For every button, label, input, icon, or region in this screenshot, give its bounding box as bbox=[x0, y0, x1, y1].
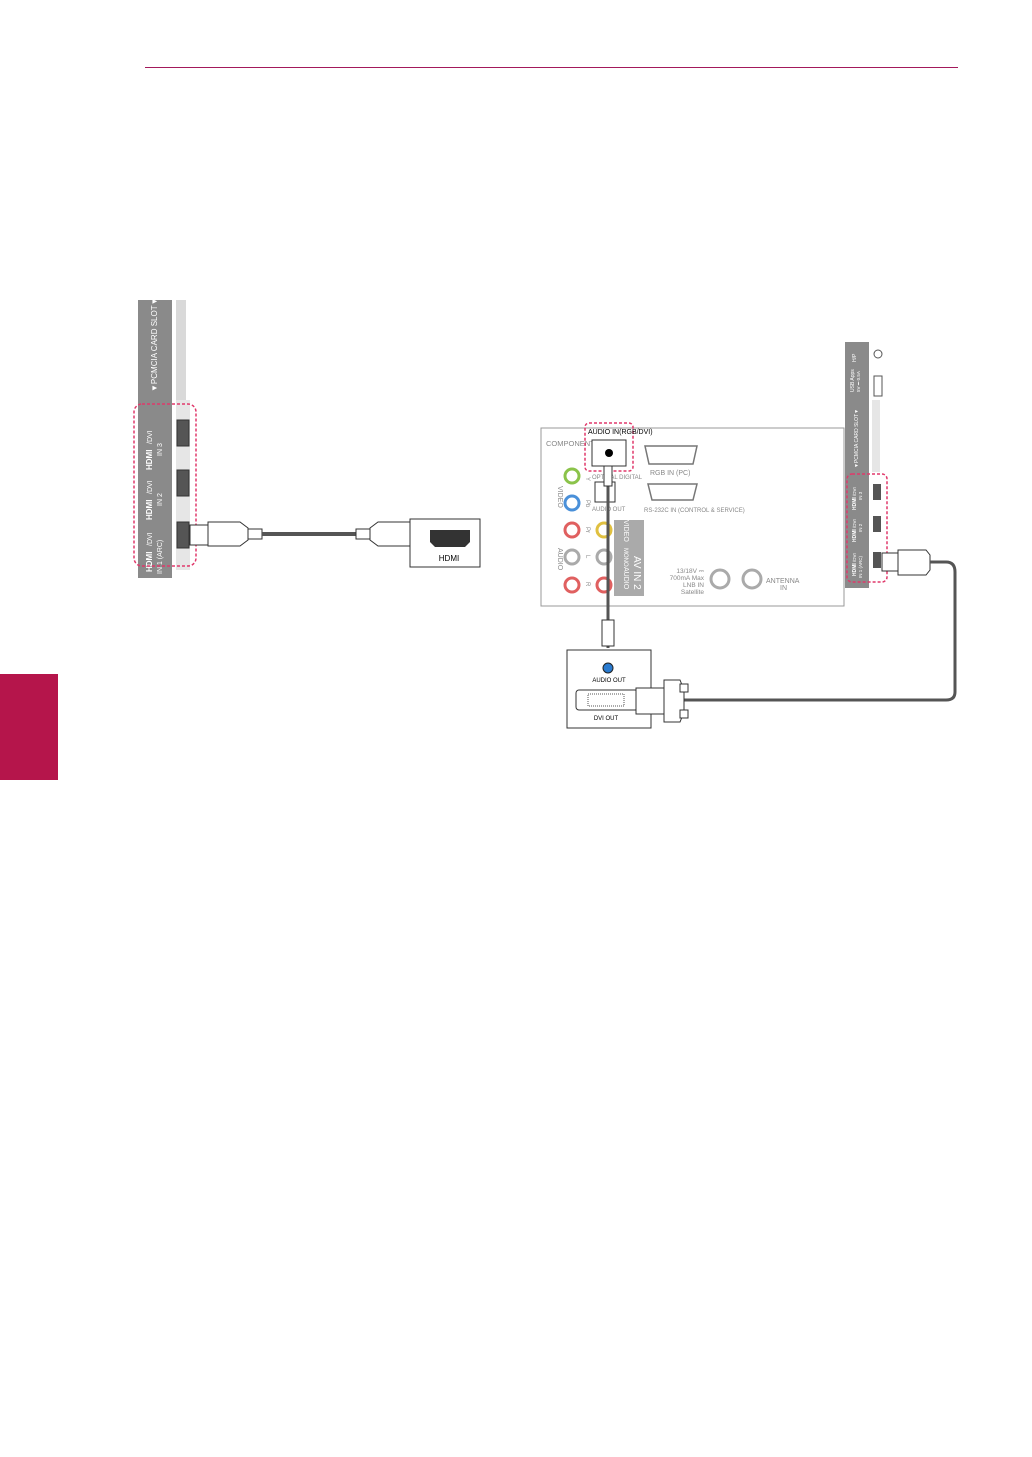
antenna-jack bbox=[741, 568, 763, 590]
audio-in-label: AUDIO IN(RGB/DVI) bbox=[588, 429, 653, 436]
antenna-line-1: ANTENNA bbox=[766, 578, 800, 585]
hdmi-line2-label: IN 3 bbox=[157, 443, 164, 456]
y-label: Y bbox=[584, 477, 590, 481]
rs232c-port bbox=[647, 483, 698, 501]
component-pb-jack bbox=[563, 494, 581, 512]
av-in-2-strip bbox=[614, 520, 644, 596]
headphone-jack bbox=[873, 349, 883, 359]
chapter-side-tab bbox=[0, 674, 58, 780]
lnb-line-1: 13/18V ⎓ bbox=[676, 568, 704, 575]
left-tv-edge-strip bbox=[176, 300, 186, 400]
audio-l-jack bbox=[563, 548, 581, 566]
audio-plug-bottom bbox=[601, 619, 615, 647]
right-port-highlight bbox=[846, 473, 888, 583]
hdmi-sub-label: /DVI bbox=[852, 553, 857, 562]
left-hdmi-port-label-3: HDMI /DVI IN 3 bbox=[145, 430, 164, 470]
hdmi-brand-label: HDMI bbox=[852, 529, 858, 542]
left-hdmi-port-1 bbox=[176, 521, 190, 549]
av-video-label: VIDEO bbox=[622, 520, 629, 542]
av-mono-label: MONO bbox=[622, 548, 628, 567]
right-hdmi-port-2 bbox=[873, 516, 881, 532]
optical-label: OPTICAL DIGITAL bbox=[592, 475, 643, 481]
hdmi-line2-label: IN 2 bbox=[858, 523, 863, 532]
hdmi-brand-label: HDMI bbox=[852, 563, 858, 576]
left-pcmcia-label: ▼PCMCIA CARD SLOT▼ bbox=[150, 297, 159, 392]
pc-dvi-out-label: DVI OUT bbox=[594, 716, 619, 722]
hdmi-to-dvi-cable bbox=[684, 560, 957, 702]
usb-sub-label: 5V ⎓ 0.5A bbox=[856, 371, 861, 392]
device-hdmi-label: HDMI bbox=[439, 554, 459, 563]
right-dvi-connection-figure: COMPONENT IN Y Pb Pr L R VIDEO AUDIO VID… bbox=[540, 342, 957, 729]
rgb-in-vga-port bbox=[644, 445, 698, 465]
left-plug-tip bbox=[189, 524, 209, 546]
hdmi-sub-label: /DVI bbox=[852, 519, 857, 528]
l-label: L bbox=[584, 555, 590, 559]
left-plug-strain bbox=[247, 528, 263, 540]
right-tv-side-panel bbox=[845, 342, 869, 588]
audio-in-rgb-jack bbox=[605, 449, 613, 457]
right-plug-strain bbox=[355, 528, 371, 540]
component-y-jack bbox=[563, 467, 581, 485]
rgb-in-label: RGB IN (PC) bbox=[650, 470, 690, 477]
dvi-screw-top bbox=[679, 683, 689, 693]
component-pr-jack bbox=[563, 521, 581, 539]
left-hdmi-port-label-2: HDMI /DVI IN 2 bbox=[145, 480, 164, 520]
audio-bracket-label: AUDIO bbox=[556, 548, 563, 571]
pc-audio-out-label: AUDIO OUT bbox=[592, 678, 626, 684]
dvi-plug-body bbox=[635, 687, 665, 715]
device-hdmi-port-icon bbox=[430, 530, 470, 547]
hdmi-brand-label: HDMI bbox=[145, 450, 154, 470]
audio-r-jack bbox=[563, 576, 581, 594]
antenna-line-2: IN bbox=[780, 585, 787, 592]
hdmi-sub-label: /DVI bbox=[147, 480, 154, 494]
audio-in-rgb-jack-frame bbox=[591, 439, 627, 467]
hdmi-sub-label: /DVI bbox=[852, 487, 857, 496]
left-hdmi-port-3 bbox=[176, 419, 190, 447]
lnb-line-3: LNB IN bbox=[683, 582, 704, 589]
video-bracket-label: VIDEO bbox=[556, 486, 563, 508]
hdmi-sub-label: /DVI bbox=[147, 430, 154, 444]
lnb-satellite-jack bbox=[709, 568, 731, 590]
r-label: R bbox=[584, 582, 590, 587]
right-hdmi-port-1 bbox=[873, 552, 881, 568]
left-hdmi-port-label-1: HDMI /DVI IN 1 (ARC) bbox=[145, 532, 164, 574]
hdmi-line2-label: IN 1 (ARC) bbox=[157, 540, 164, 574]
dvi-pin-grid bbox=[587, 693, 625, 707]
hdmi-line2-label: IN 1 (ARC) bbox=[858, 555, 863, 578]
usb-port bbox=[873, 375, 883, 397]
right-tv-edge-strip bbox=[872, 400, 880, 472]
audio-plug-top bbox=[603, 465, 613, 487]
hdmi-brand-label: HDMI bbox=[145, 500, 154, 520]
usb-label: USB Apps bbox=[850, 369, 856, 392]
left-hdmi-connection-figure: ▼PCMCIA CARD SLOT▼ HDMI /DVI IN 3 HDMI /… bbox=[133, 297, 481, 578]
dvi-screw-bottom bbox=[679, 709, 689, 719]
right-pcmcia-label: ▼PCMCIA CARD SLOT▼ bbox=[854, 409, 860, 468]
av-in-2-label: AV IN 2 bbox=[631, 556, 642, 590]
hdmi-brand-label: HDMI bbox=[852, 497, 858, 510]
right-hdmi-plug-body bbox=[897, 549, 931, 576]
hdmi-line2-label: IN 2 bbox=[157, 493, 164, 506]
hdmi-sub-label: /DVI bbox=[147, 532, 154, 546]
right-hdmi-plug-tip bbox=[881, 552, 899, 572]
header-rule bbox=[145, 67, 958, 68]
lnb-line-2: 700mA Max bbox=[670, 575, 705, 582]
pc-audio-out-jack bbox=[602, 662, 614, 674]
right-plug-body bbox=[369, 521, 411, 547]
component-label: COMPONENT IN bbox=[546, 439, 604, 448]
av-audio-label: AUDIO bbox=[622, 567, 629, 590]
pb-label: Pb bbox=[584, 500, 590, 508]
left-plug-body bbox=[207, 521, 249, 547]
pr-label: Pr bbox=[584, 527, 590, 533]
right-hdmi-port-labels: HDMI /DVI IN 3 HDMI /DVI IN 2 HDMI /DVI … bbox=[852, 487, 863, 578]
rs232c-label: RS-232C IN (CONTROL & SERVICE) bbox=[644, 508, 745, 514]
lnb-line-4: Satellite bbox=[681, 589, 705, 596]
hdmi-line2-label: IN 3 bbox=[858, 491, 863, 500]
left-port-highlight bbox=[133, 403, 197, 567]
left-tv-side-panel bbox=[138, 300, 172, 578]
headphone-label: H/P bbox=[852, 353, 858, 362]
right-hdmi-port-3 bbox=[873, 484, 881, 500]
hdmi-brand-label: HDMI bbox=[145, 552, 154, 572]
left-hdmi-port-2 bbox=[176, 469, 190, 497]
